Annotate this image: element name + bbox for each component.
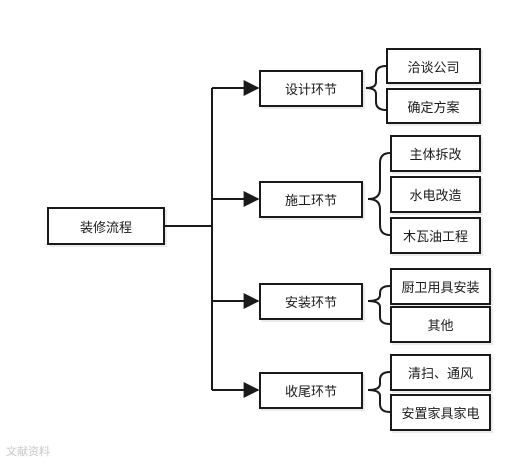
brace-stage-finishing [367, 371, 391, 413]
item-node: 安置家具家电 [390, 394, 491, 431]
brace-stage-design [365, 65, 387, 111]
root-node: 装修流程 [47, 207, 165, 245]
item-node: 木瓦油工程 [390, 217, 481, 254]
watermark-text: 文献资料 [6, 445, 50, 458]
stage-node-construction: 施工环节 [259, 181, 363, 218]
stage-node-finishing: 收尾环节 [259, 372, 363, 409]
item-node: 主体拆改 [390, 135, 481, 172]
item-node: 水电改造 [390, 176, 481, 213]
item-node: 其他 [390, 306, 491, 343]
stage-node-design: 设计环节 [259, 70, 363, 107]
item-node: 清扫、通风 [390, 354, 491, 391]
stage-node-installation: 安装环节 [259, 283, 363, 320]
item-node: 洽谈公司 [386, 48, 481, 84]
item-node: 确定方案 [386, 88, 481, 124]
brace-stage-construction [367, 152, 391, 236]
brace-stage-installation [367, 285, 391, 325]
item-node: 厨卫用具安装 [390, 268, 491, 305]
